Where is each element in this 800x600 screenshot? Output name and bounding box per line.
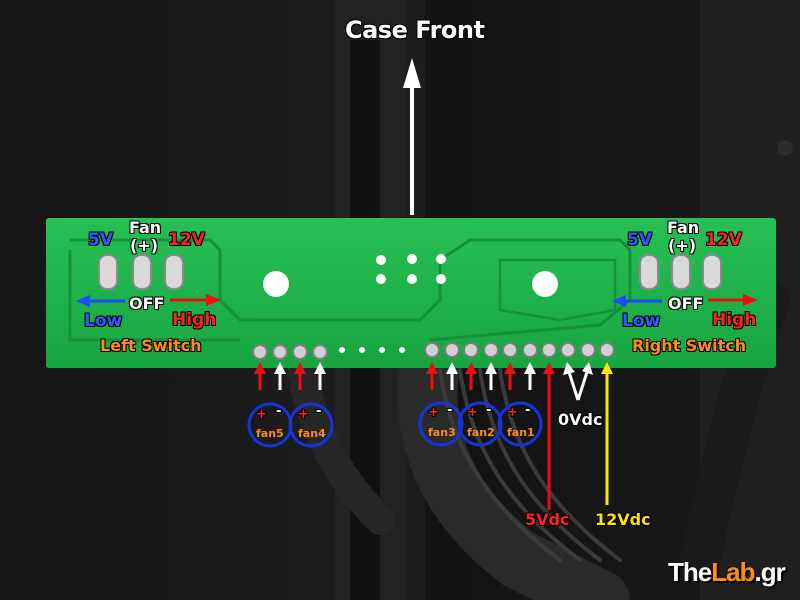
fan5-plus: + (256, 407, 267, 422)
left-5v-label: 5V (88, 230, 113, 250)
fan4-label: fan4 (298, 427, 326, 440)
pcb-trace-right (498, 258, 617, 322)
left-fan-label: Fan (129, 218, 162, 237)
watermark-part1: The (668, 557, 712, 587)
right-switch-pads (639, 254, 722, 290)
fan2-minus: - (486, 403, 492, 418)
right-low-arrowhead (612, 295, 626, 307)
left-fan-plus-label: (+) (130, 236, 159, 255)
watermark-part3: .gr (754, 557, 785, 587)
fan3-minus: - (447, 403, 453, 418)
right-low-label: Low (622, 311, 661, 331)
12vdc-label: 12Vdc (595, 510, 651, 529)
left-switch-label: Left Switch (100, 336, 202, 355)
right-fan-plus-label: (+) (668, 236, 697, 255)
fan2-plus: + (467, 405, 478, 420)
case-front-arrowhead (403, 58, 421, 88)
left-low-label: Low (84, 311, 123, 331)
fan2-label: fan2 (467, 426, 495, 439)
left-high-arrowhead (206, 294, 221, 306)
left-low-arrowhead (76, 295, 90, 307)
fan1-label: fan1 (507, 426, 535, 439)
right-off-label: OFF (668, 294, 704, 313)
fan4-minus: - (316, 404, 322, 419)
right-5v-label: 5V (627, 230, 652, 250)
right-fan-label: Fan (667, 218, 700, 237)
pin-arrows (254, 362, 613, 510)
fan5-minus: - (276, 404, 282, 419)
right-high-label: High (712, 310, 757, 330)
fan3-label: fan3 (428, 426, 456, 439)
watermark-part2: Lab (711, 557, 755, 587)
right-high-arrowhead (743, 294, 758, 306)
left-off-label: OFF (129, 294, 165, 313)
via-holes (339, 347, 405, 353)
fan-circles (247, 401, 543, 448)
case-front-title: Case Front (345, 16, 485, 44)
mount-hole-right (532, 271, 558, 297)
fan1-plus: + (507, 405, 518, 420)
left-switch-pads (98, 254, 184, 290)
fan5-label: fan5 (256, 427, 284, 440)
pcb-board (46, 218, 776, 368)
solder-pins (252, 342, 615, 360)
case-screw (777, 140, 793, 156)
5vdc-label: 5Vdc (525, 510, 570, 529)
watermark: TheLab.gr (668, 557, 786, 588)
fan4-plus: + (298, 407, 309, 422)
left-12v-label: 12V (168, 230, 205, 250)
led-holes (376, 254, 446, 284)
right-12v-label: 12V (705, 230, 742, 250)
fan3-plus: + (428, 405, 439, 420)
left-high-label: High (172, 310, 217, 330)
fan1-minus: - (525, 403, 531, 418)
pcb-trace-left (68, 250, 240, 342)
mount-hole-left (263, 271, 289, 297)
right-switch-label: Right Switch (632, 336, 747, 355)
ground-label: 0Vdc (558, 410, 603, 429)
